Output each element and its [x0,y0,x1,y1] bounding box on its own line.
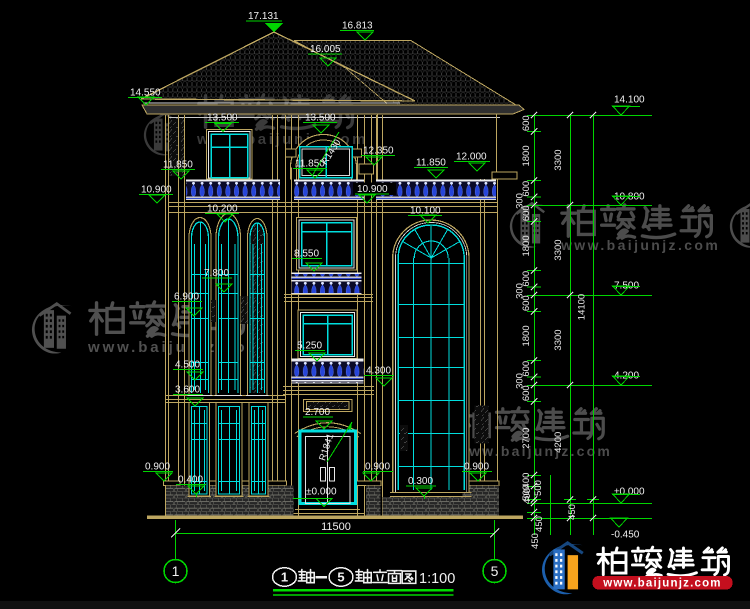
svg-text:14100: 14100 [577,294,588,320]
svg-text:10.200: 10.200 [207,204,238,215]
svg-text:7.800: 7.800 [204,268,229,279]
svg-text:3300: 3300 [553,239,564,260]
svg-text:4.300: 4.300 [366,366,391,377]
svg-text:3300: 3300 [553,329,564,350]
svg-text:-0.450: -0.450 [611,530,640,541]
svg-text:450: 450 [534,516,545,532]
svg-text:±0.000: ±0.000 [614,487,645,498]
svg-text:1800: 1800 [521,235,532,256]
svg-text:500: 500 [521,485,532,501]
svg-text:1: 1 [281,570,288,585]
svg-text:5: 5 [337,570,344,585]
svg-text:400: 400 [522,488,533,504]
svg-text:0.900: 0.900 [145,462,170,473]
svg-text:10.100: 10.100 [410,206,441,217]
svg-text:12.350: 12.350 [363,146,394,157]
svg-text:6.900: 6.900 [174,292,199,303]
svg-text:3300: 3300 [553,149,564,170]
svg-text:2.700: 2.700 [305,407,330,418]
svg-text:4.500: 4.500 [175,360,200,371]
svg-text:0.400: 0.400 [178,475,203,486]
svg-text:600: 600 [521,361,532,377]
svg-text:10.900: 10.900 [141,185,172,196]
svg-text:400: 400 [521,473,532,489]
svg-text:600: 600 [521,385,532,401]
svg-text:1800: 1800 [521,145,532,166]
svg-text:11.850: 11.850 [416,158,446,169]
svg-text:450: 450 [530,533,541,549]
svg-text:±0.000: ±0.000 [306,487,337,498]
svg-text:17.131: 17.131 [248,11,279,22]
svg-text:4200: 4200 [553,432,564,453]
svg-text:300: 300 [515,283,526,299]
svg-text:8.550: 8.550 [294,249,319,260]
svg-text:1:100: 1:100 [419,571,455,587]
svg-text:www.baijunjz.com: www.baijunjz.com [455,443,612,459]
svg-text:www.baijunjz.com: www.baijunjz.com [602,578,721,590]
svg-text:14.550: 14.550 [130,88,161,99]
svg-text:0.300: 0.300 [408,476,433,487]
svg-text:600: 600 [521,295,532,311]
svg-text:5: 5 [491,563,499,579]
svg-text:11500: 11500 [321,521,351,533]
svg-text:1: 1 [172,563,180,579]
svg-text:11.850: 11.850 [163,160,193,171]
svg-text:12.000: 12.000 [456,152,487,163]
svg-text:3.600: 3.600 [175,385,200,396]
svg-text:5.250: 5.250 [297,341,322,352]
svg-text:2700: 2700 [521,428,532,449]
svg-text:300: 300 [515,373,526,389]
svg-text:13.500: 13.500 [207,113,238,124]
svg-text:www.baijunjz.com: www.baijunjz.com [560,237,720,253]
svg-text:600: 600 [521,115,532,131]
svg-text:1800: 1800 [521,325,532,346]
svg-text:10.900: 10.900 [357,184,388,195]
svg-text:16.813: 16.813 [342,21,373,32]
svg-text:500: 500 [533,480,544,496]
svg-text:600: 600 [521,205,532,221]
svg-text:600: 600 [521,271,532,287]
svg-text:14.100: 14.100 [614,95,645,106]
svg-text:300: 300 [515,193,526,209]
svg-text:0.900: 0.900 [464,462,489,473]
svg-text:11.850: 11.850 [295,159,325,170]
svg-text:16.005: 16.005 [310,44,341,55]
svg-text:13.500: 13.500 [305,113,336,124]
svg-text:450: 450 [567,504,578,520]
svg-text:600: 600 [521,181,532,197]
svg-text:0.900: 0.900 [365,462,390,473]
